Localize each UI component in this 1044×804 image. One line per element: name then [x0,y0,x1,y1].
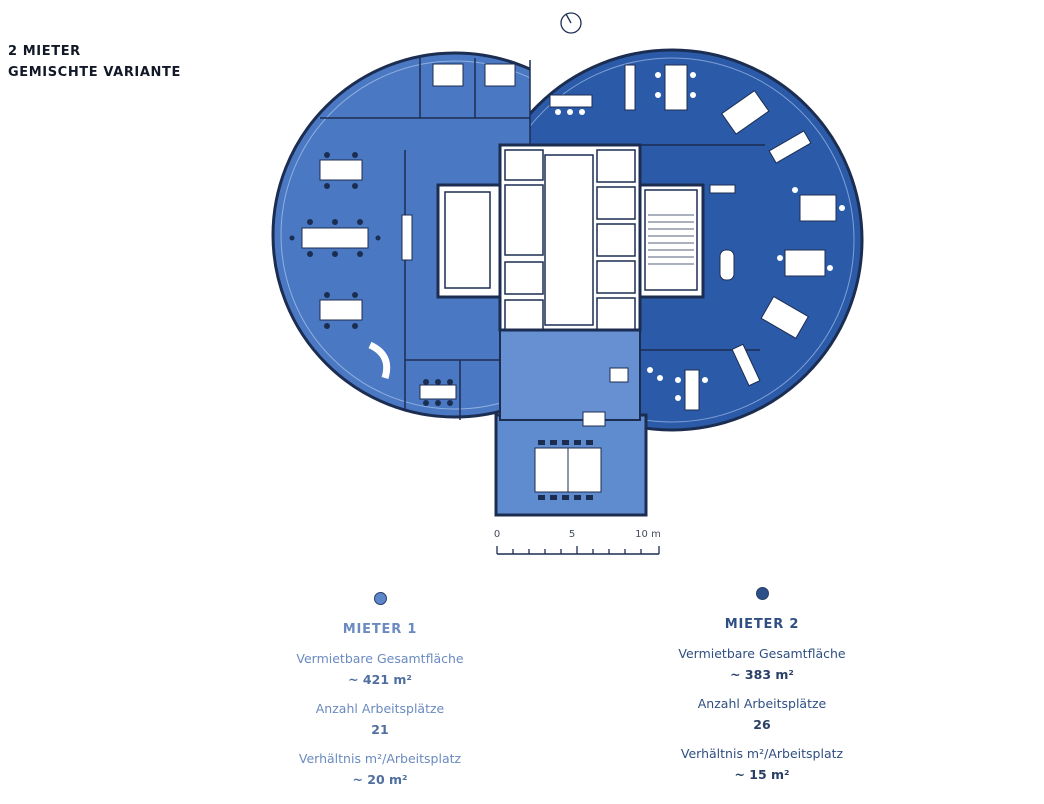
tenant1-ratio-value: ~ 20 m² [352,772,408,787]
tenant1-workplaces-label: Anzahl Arbeitsplätze [315,701,445,716]
plan-heading: 2 MIETER GEMISCHTE VARIANTE [8,41,181,83]
tenant2-workplaces-value: 26 [753,717,771,732]
scale-label-5: 5 [569,529,575,540]
scale-label-10: 10 m [635,529,661,540]
tenant2-chairs [555,72,845,401]
tenant2-ratio-value: ~ 15 m² [734,767,790,782]
tenant2-area-value: ~ 383 m² [730,667,794,682]
tenant1-area-label: Vermietbare Gesamtfläche [296,651,464,666]
scale-label-0: 0 [494,529,500,540]
scale-bar: 0 5 10 m [494,529,661,555]
lounge-sofa [368,341,391,380]
tenant1-workplaces-value: 21 [371,722,389,737]
tenant1-info: MIETER 1 Vermietbare Gesamtfläche ~ 421 … [250,592,510,787]
tenant1-workstations [301,63,516,400]
tenant1-chairs [289,152,453,406]
tenant2-info: MIETER 2 Vermietbare Gesamtfläche ~ 383 … [632,587,892,782]
tenant2-color-dot [755,587,769,600]
tenant1-color-dot [373,592,387,605]
tenant1-area-value: ~ 421 m² [348,672,412,687]
heading-variant: GEMISCHTE VARIANTE [8,65,181,80]
tenant2-name: MIETER 2 [724,617,800,632]
tenant2-workplaces-label: Anzahl Arbeitsplätze [697,696,827,711]
tenant2-ratio-label: Verhältnis m²/Arbeitsplatz [680,746,844,761]
north-compass-icon [560,12,582,34]
tenant2-workstations [549,64,837,427]
tenant1-ratio-label: Verhältnis m²/Arbeitsplatz [298,751,462,766]
building-core [436,143,705,332]
tenant2-area-label: Vermietbare Gesamtfläche [678,646,846,661]
tenant1-name: MIETER 1 [342,622,418,637]
meeting-annex [494,413,648,517]
heading-tenant-count: 2 MIETER [8,44,81,59]
